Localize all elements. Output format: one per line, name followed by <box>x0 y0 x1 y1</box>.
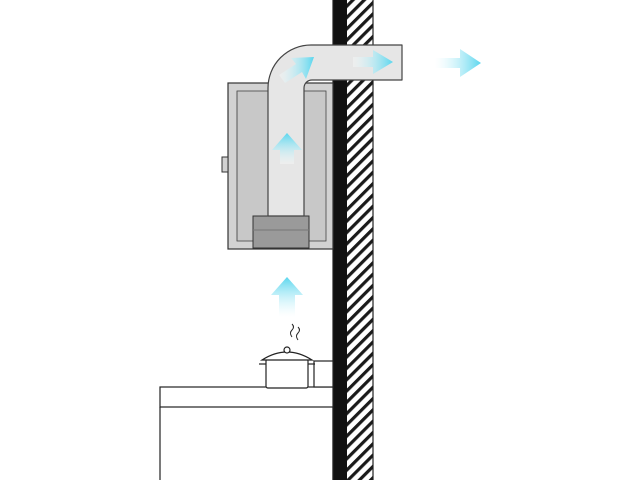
filter-body <box>252 215 310 249</box>
pot-lid-knob <box>283 346 291 354</box>
airflow-arrow-rising <box>271 277 303 317</box>
steam-wisp-2 <box>296 326 300 341</box>
cooking-pot <box>259 346 315 389</box>
duct-shape <box>267 44 403 217</box>
airflow-arrow-duct-up <box>272 133 302 164</box>
counter-cabinet <box>159 407 334 480</box>
countertop <box>159 386 334 408</box>
wall-core <box>333 0 347 480</box>
kitchen-counter <box>159 386 334 480</box>
canister <box>313 360 334 388</box>
pot-lid <box>259 351 315 361</box>
pot-body <box>265 358 309 389</box>
airflow-arrow-elbow <box>279 57 314 83</box>
airflow-arrow-exhaust <box>435 49 481 77</box>
cabinet-side-knob <box>221 156 229 173</box>
hood-filter <box>252 215 310 249</box>
steam-wisp-1 <box>290 323 294 338</box>
steam-wisps <box>290 323 300 341</box>
exhaust-duct <box>267 44 403 217</box>
airflow-arrows <box>271 49 481 317</box>
airflow-arrow-duct-horizontal <box>353 50 393 74</box>
